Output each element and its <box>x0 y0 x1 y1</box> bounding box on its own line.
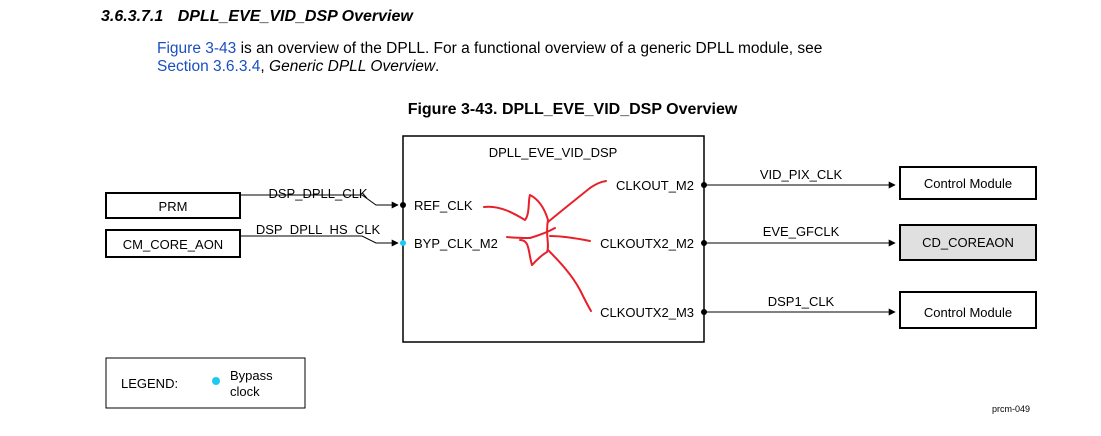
eve-gfclk-label: EVE_GFCLK <box>763 224 840 239</box>
control-module-label-1: Control Module <box>924 176 1012 191</box>
section-heading: 3.6.3.7.1 DPLL_EVE_VID_DSP Overview <box>101 8 413 26</box>
ref-clk-port: REF_CLK <box>414 198 473 213</box>
clkoutx2-m2-port: CLKOUTX2_M2 <box>600 236 694 251</box>
paragraph-line-1: Figure 3-43 is an overview of the DPLL. … <box>157 40 822 58</box>
control-module-box-1 <box>899 166 1037 200</box>
control-module-box-2 <box>899 291 1037 329</box>
clkoutx2-m3-port: CLKOUTX2_M3 <box>600 305 694 320</box>
dpll-block <box>402 135 705 343</box>
section-title: DPLL_EVE_VID_DSP Overview <box>177 8 413 25</box>
cm-core-aon-label: CM_CORE_AON <box>123 237 223 252</box>
cd-coreaon-box <box>899 224 1037 261</box>
legend-box <box>105 357 306 409</box>
dpll-name: DPLL_EVE_VID_DSP <box>489 145 618 160</box>
cd-coreaon-label: CD_COREAON <box>922 235 1014 250</box>
figure-link[interactable]: Figure 3-43 <box>157 40 237 57</box>
dsp-dpll-hs-clk-label: DSP_DPLL_HS_CLK <box>256 222 381 237</box>
dsp-dpll-clk-label: DSP_DPLL_CLK <box>269 186 368 201</box>
legend-item-line-2: clock <box>230 384 260 399</box>
paragraph-line-2: Section 3.6.3.4, Generic DPLL Overview. <box>157 58 822 76</box>
paragraph-text-c: . <box>435 58 440 75</box>
red-scribble-center <box>506 227 556 239</box>
red-line-to-clkoutx2-m3 <box>547 249 592 312</box>
cm-core-aon-box <box>105 229 241 258</box>
intro-paragraph: Figure 3-43 is an overview of the DPLL. … <box>157 40 822 76</box>
paragraph-text-b: , <box>260 58 270 75</box>
figure-id: prcm-049 <box>992 404 1030 414</box>
dsp1-clk-label: DSP1_CLK <box>768 294 835 309</box>
ref-clk-line <box>240 194 399 209</box>
byp-clk-line <box>240 235 399 247</box>
section-link[interactable]: Section 3.6.3.4 <box>157 58 261 75</box>
clkout-m2-port: CLKOUT_M2 <box>616 178 694 193</box>
prm-box <box>105 192 241 219</box>
control-module-label-2: Control Module <box>924 305 1012 320</box>
paragraph-text-a: is an overview of the DPLL. For a functi… <box>236 40 823 57</box>
legend-item-line-1: Bypass <box>230 368 273 383</box>
red-line-to-clkout-m2 <box>547 180 607 223</box>
section-number: 3.6.3.7.1 <box>101 8 164 25</box>
prm-label: PRM <box>159 199 188 214</box>
vid-pix-clk-label: VID_PIX_CLK <box>760 167 843 182</box>
red-line-to-clkoutx2-m2 <box>549 235 591 242</box>
byp-clk-dot <box>400 240 406 246</box>
ref-clk-dot <box>400 202 406 208</box>
red-scribble-left <box>483 194 549 266</box>
figure-title: Figure 3-43. DPLL_EVE_VID_DSP Overview <box>407 101 738 118</box>
paragraph-italic-ref: Generic DPLL Overview <box>269 58 436 75</box>
red-annotation-marks <box>483 180 607 312</box>
legend-bypass-dot <box>212 377 220 385</box>
byp-clk-port: BYP_CLK_M2 <box>414 236 498 251</box>
legend-label: LEGEND: <box>121 376 178 391</box>
